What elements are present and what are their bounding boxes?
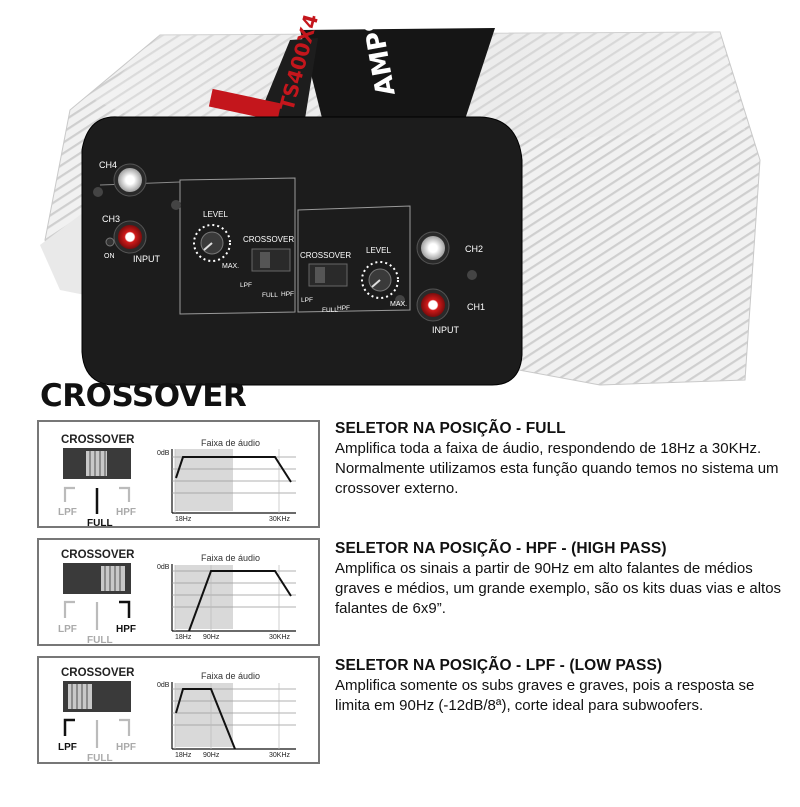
- tick-30khz: 30KHz: [269, 752, 291, 759]
- ch4-label: CH4: [99, 160, 117, 170]
- crossover-right-label: CROSSOVER: [300, 251, 351, 260]
- hpf-label: HPF: [116, 742, 136, 753]
- tick-90hz: 90Hz: [203, 752, 220, 759]
- diagram-full: CROSSOVER LPF FULL HPF Faixa de áudio 0d…: [37, 420, 320, 529]
- lpf-label: LPF: [58, 624, 77, 635]
- on-label: ON: [104, 253, 115, 260]
- zero-db-label: 0dB: [157, 450, 170, 457]
- ch2-label: CH2: [465, 244, 483, 254]
- ch3-label: CH3: [102, 214, 120, 224]
- description-lpf: SELETOR NA POSIÇÃO - LPF - (LOW PASS) Am…: [335, 657, 790, 716]
- chart-title: Faixa de áudio: [201, 553, 260, 563]
- full-label: FULL: [87, 635, 113, 646]
- diagram-lpf: CROSSOVER LPF FULL HPF Faixa de áudio 0d…: [37, 656, 320, 764]
- tick-18hz: 18Hz: [175, 634, 192, 641]
- description-body: Amplifica toda a faixa de áudio, respond…: [335, 440, 779, 497]
- level-left-label: LEVEL: [203, 210, 228, 219]
- full-right-label: FULL: [322, 307, 338, 314]
- chart-title: Faixa de áudio: [201, 438, 260, 448]
- full-label: FULL: [87, 753, 113, 764]
- hpf-right-label: HPF: [337, 305, 350, 312]
- tick-18hz: 18Hz: [175, 752, 192, 759]
- crossover-label: CROSSOVER: [61, 667, 135, 679]
- zero-db-label: 0dB: [157, 682, 170, 689]
- tick-30khz: 30KHz: [269, 634, 291, 641]
- max-right-label: MAX.: [390, 301, 407, 308]
- description-full: SELETOR NA POSIÇÃO - FULL Amplifica toda…: [335, 420, 790, 499]
- crossover-label: CROSSOVER: [61, 549, 135, 561]
- zero-db-label: 0dB: [157, 564, 170, 571]
- section-title: CROSSOVER: [40, 378, 247, 414]
- description-heading: SELETOR NA POSIÇÃO - LPF - (LOW PASS): [335, 657, 663, 674]
- hpf-left-label: HPF: [281, 291, 294, 298]
- tick-90hz: 90Hz: [203, 634, 220, 641]
- ch1-label: CH1: [467, 302, 485, 312]
- description-body: Amplifica os sinais a partir de 90Hz em …: [335, 560, 782, 617]
- lpf-left-label: LPF: [240, 282, 252, 289]
- description-heading: SELETOR NA POSIÇÃO - FULL: [335, 420, 566, 437]
- crossover-label: CROSSOVER: [61, 434, 135, 446]
- chart-title: Faixa de áudio: [201, 671, 260, 681]
- crossover-left-label: CROSSOVER: [243, 235, 294, 244]
- level-right-label: LEVEL: [366, 246, 391, 255]
- amplifier-photo: AMPS TS400X4 CH4 CH3 CH2 CH1 INPUT INPUT…: [40, 10, 761, 386]
- lpf-label: LPF: [58, 742, 77, 753]
- full-left-label: FULL: [262, 292, 278, 299]
- description-heading: SELETOR NA POSIÇÃO - HPF - (HIGH PASS): [335, 540, 667, 557]
- diagram-hpf: CROSSOVER LPF FULL HPF Faixa de áudio 0d…: [37, 538, 320, 646]
- max-left-label: MAX.: [222, 263, 239, 270]
- lpf-label: LPF: [58, 507, 77, 518]
- hpf-label: HPF: [116, 507, 136, 518]
- description-body: Amplifica somente os subs graves e grave…: [335, 677, 755, 714]
- full-label: FULL: [87, 518, 113, 529]
- input-right-label: INPUT: [432, 325, 460, 335]
- lpf-right-label: LPF: [301, 297, 313, 304]
- tick-30khz: 30KHz: [269, 516, 291, 523]
- input-left-label: INPUT: [133, 254, 161, 264]
- hpf-label: HPF: [116, 624, 136, 635]
- tick-18hz: 18Hz: [175, 516, 192, 523]
- description-hpf: SELETOR NA POSIÇÃO - HPF - (HIGH PASS) A…: [335, 540, 790, 619]
